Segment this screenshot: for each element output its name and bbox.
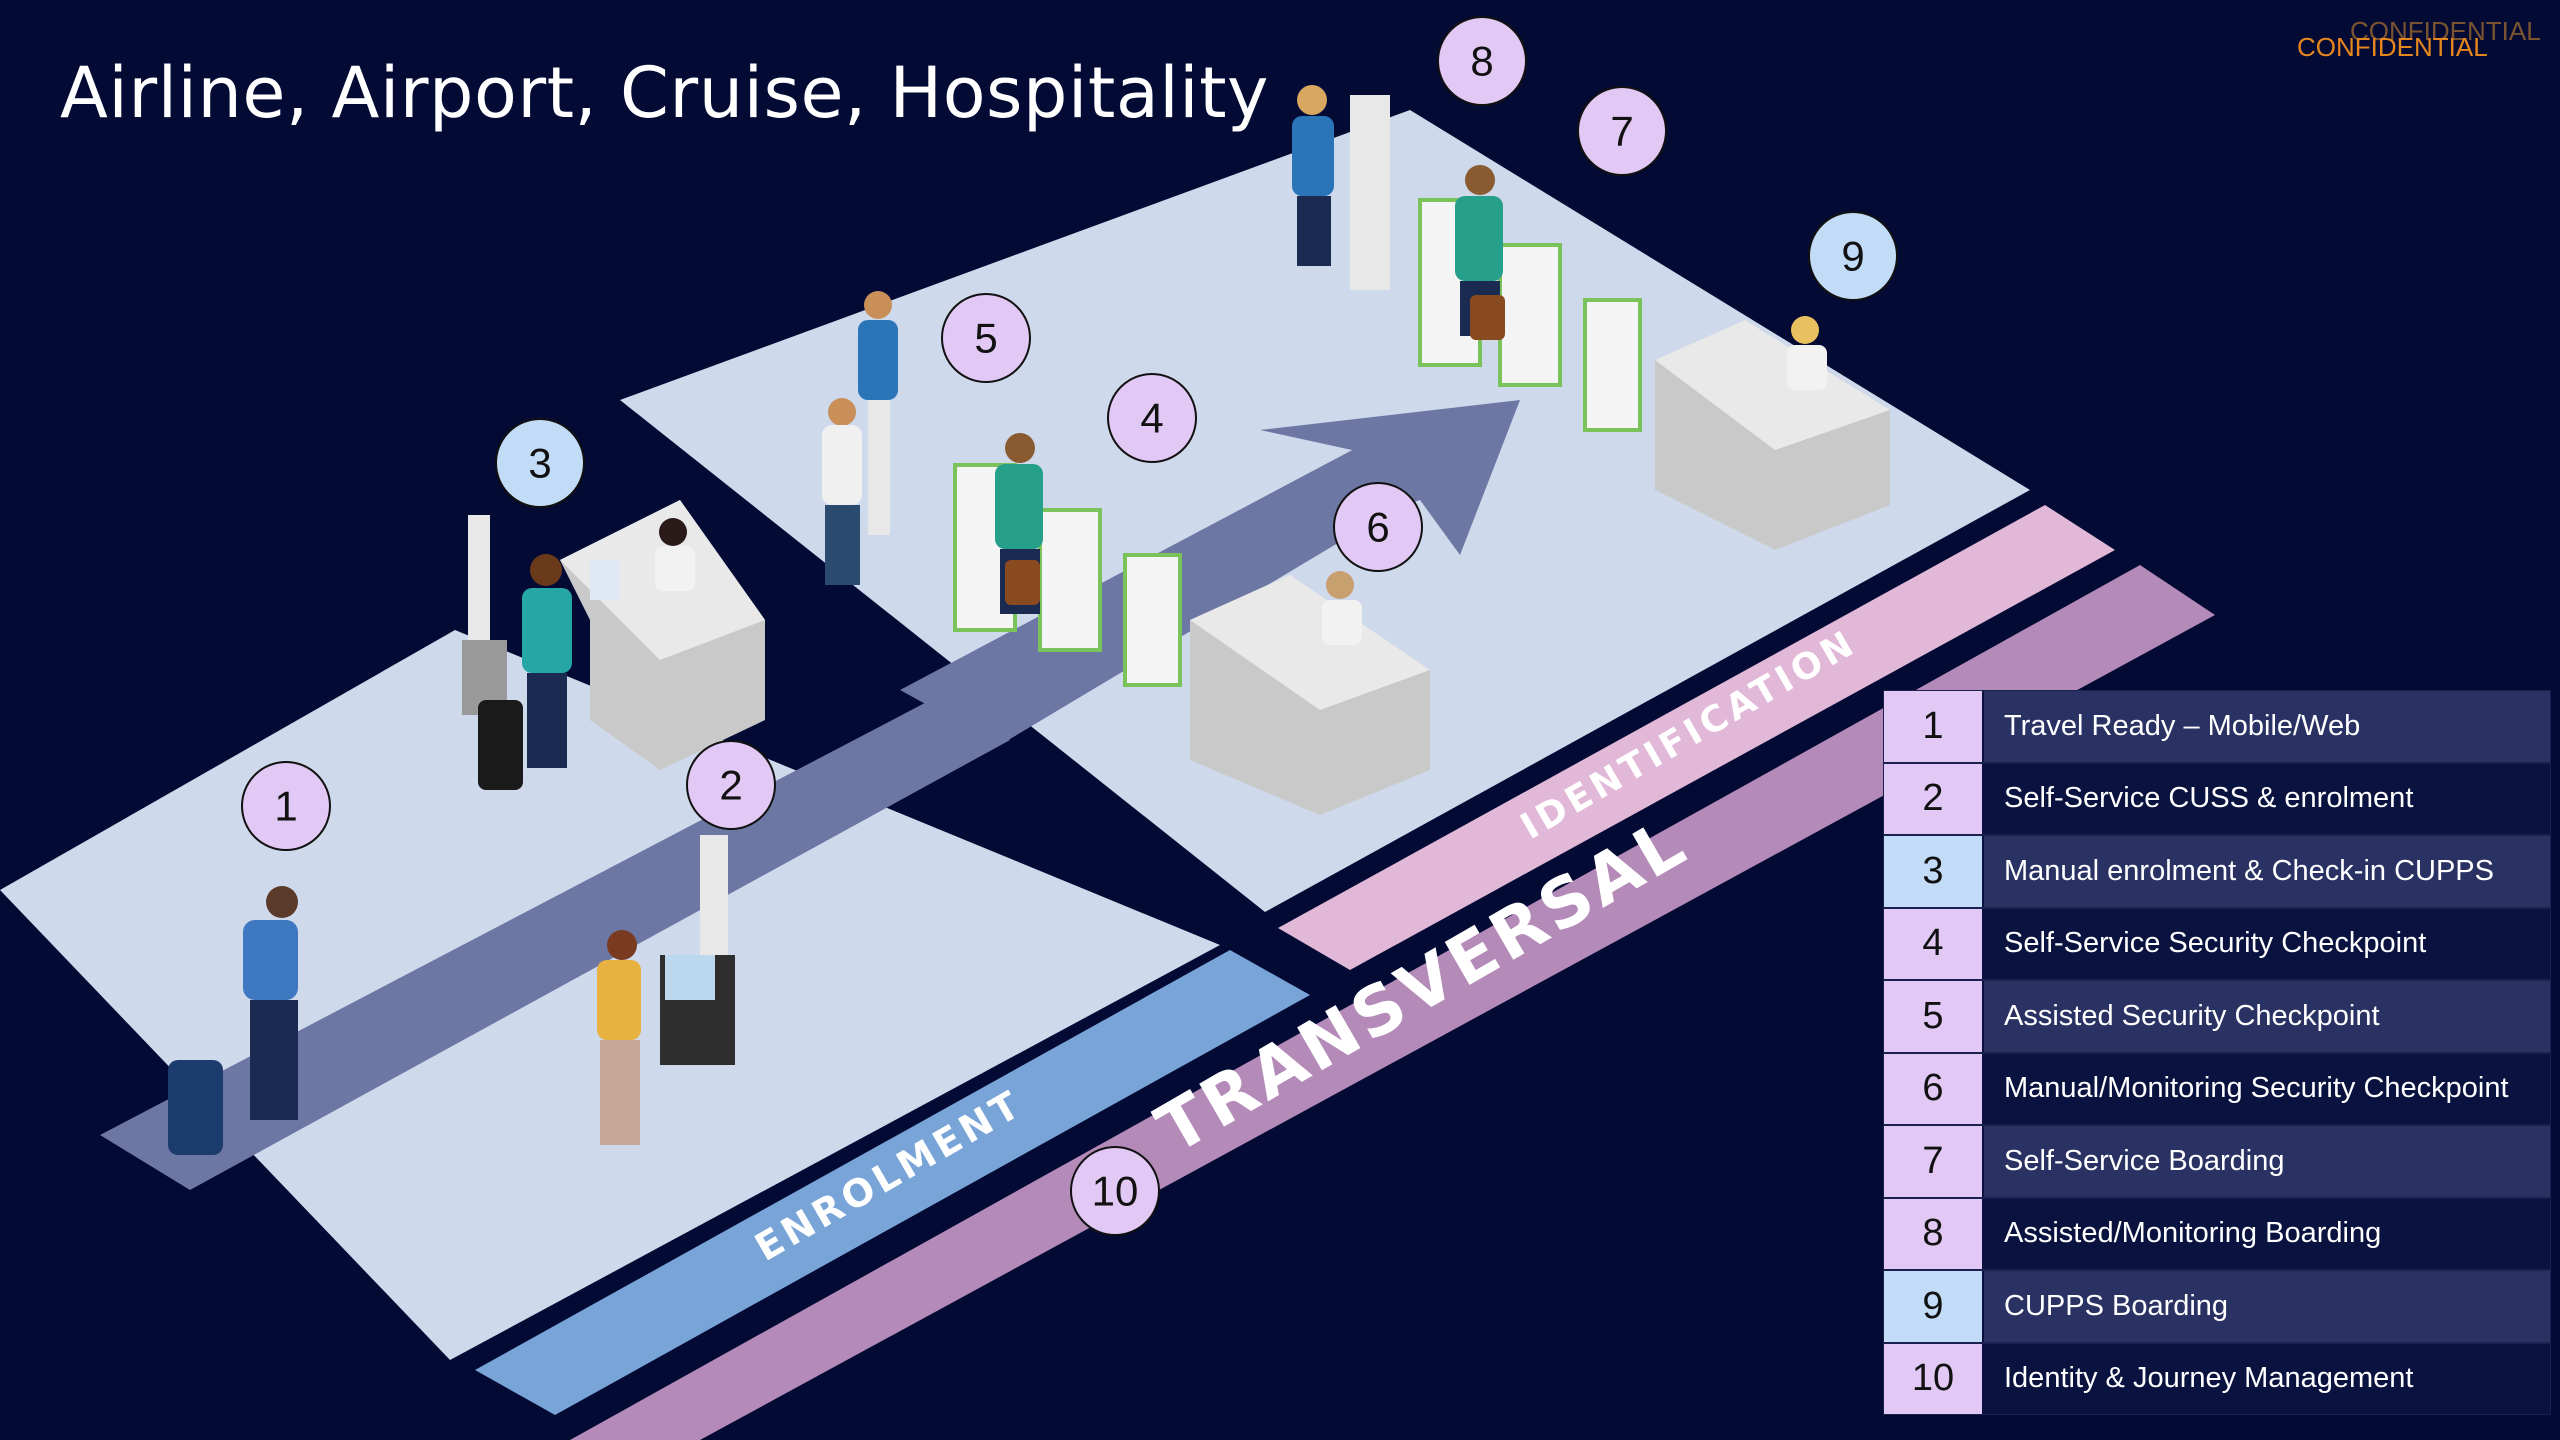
transversal-band	[570, 565, 2215, 1440]
step-marker-7: 7	[1577, 86, 1667, 176]
step-marker-circle	[1333, 482, 1423, 572]
step-marker-number: 5	[974, 315, 997, 362]
step-markers: 1 2 3 4 5 6 7 8 9 10	[241, 16, 1898, 1236]
step-marker-5: 5	[941, 293, 1031, 383]
step-marker-circle	[686, 740, 776, 830]
legend-number: 10	[1884, 1343, 1984, 1414]
legend-row: 7 Self-Service Boarding	[1883, 1125, 2551, 1198]
step-marker-number: 1	[274, 783, 297, 830]
legend-number: 5	[1884, 981, 1984, 1052]
step-marker-circle	[941, 293, 1031, 383]
confidential-label: CONFIDENTIAL	[2350, 16, 2541, 46]
agent-icon	[1787, 316, 1827, 390]
traveller-icon	[597, 930, 641, 1145]
step-marker-number: 3	[528, 440, 551, 487]
step-marker-circle	[1070, 1146, 1160, 1236]
legend-row: 6 Manual/Monitoring Security Checkpoint	[1883, 1052, 2551, 1125]
legend-row: 1 Travel Ready – Mobile/Web	[1883, 690, 2551, 763]
legend-number: 4	[1884, 908, 1984, 979]
step-marker-number: 8	[1470, 38, 1493, 85]
journey-arrow-icon	[1245, 400, 1520, 555]
legend-number: 2	[1884, 763, 1984, 834]
legend-number: 7	[1884, 1126, 1984, 1197]
agent-icon	[1322, 571, 1362, 645]
step-marker-8: 8	[1437, 16, 1527, 106]
step-marker-6: 6	[1333, 482, 1423, 572]
traveller-icon	[168, 886, 298, 1155]
step-marker-circle	[495, 418, 585, 508]
legend-row: 8 Assisted/Monitoring Boarding	[1883, 1197, 2551, 1270]
step-marker-number: 7	[1610, 108, 1633, 155]
legend-label: Identity & Journey Management	[2004, 1362, 2414, 1395]
kiosk-icon	[462, 515, 507, 715]
step-marker-number: 4	[1140, 395, 1163, 442]
step-marker-3: 3	[495, 418, 585, 508]
step-marker-number: 6	[1366, 504, 1389, 551]
kiosk-icon	[660, 835, 735, 1065]
legend-row: 5 Assisted Security Checkpoint	[1883, 980, 2551, 1053]
legend-number: 6	[1884, 1053, 1984, 1124]
page-title: Airline, Airport, Cruise, Hospitality	[60, 52, 1269, 134]
boarding-counter	[1655, 320, 1890, 550]
gate-icon	[1418, 198, 1642, 432]
step-marker-number: 2	[719, 762, 742, 809]
step-marker-circle	[1808, 211, 1898, 301]
step-marker-2: 2	[686, 740, 776, 830]
step-marker-10: 10	[1070, 1146, 1160, 1236]
step-marker-1: 1	[241, 761, 331, 851]
step-marker-number: 9	[1841, 233, 1864, 280]
legend-number: 9	[1884, 1271, 1984, 1342]
step-marker-circle	[1437, 16, 1527, 106]
step-marker-circle	[241, 761, 331, 851]
step-marker-circle	[1577, 86, 1667, 176]
identification-band	[1278, 505, 2115, 970]
legend-label: CUPPS Boarding	[2004, 1289, 2229, 1322]
legend-label: Self-Service CUSS & enrolment	[2004, 782, 2414, 815]
traveller-icon	[1455, 165, 1505, 340]
legend-row: 2 Self-Service CUSS & enrolment	[1883, 762, 2551, 835]
enrolment-band	[475, 950, 1310, 1415]
legend-row: 3 Manual enrolment & Check-in CUPPS	[1883, 835, 2551, 908]
legend-label: Self-Service Boarding	[2004, 1144, 2285, 1177]
traveller-icon	[995, 433, 1043, 614]
legend-label: Assisted/Monitoring Boarding	[2004, 1217, 2382, 1250]
legend-label: Manual enrolment & Check-in CUPPS	[2004, 854, 2494, 887]
agent-icon	[1292, 85, 1334, 266]
journey-path	[100, 695, 1010, 1190]
legend-label: Manual/Monitoring Security Checkpoint	[2004, 1072, 2509, 1105]
legend-number: 3	[1884, 836, 1984, 907]
step-marker-number: 10	[1092, 1168, 1139, 1215]
traveller-icon	[478, 554, 572, 790]
step-marker-4: 4	[1107, 373, 1197, 463]
confidential-label: CONFIDENTIAL	[2297, 32, 2488, 62]
legend-number: 1	[1884, 691, 1984, 762]
agent-icon	[858, 291, 898, 400]
security-counter	[1190, 575, 1430, 815]
legend-row: 10 Identity & Journey Management	[1883, 1342, 2551, 1415]
legend-row: 9 CUPPS Boarding	[1883, 1270, 2551, 1343]
agent-icon	[655, 518, 695, 591]
step-marker-circle	[1107, 373, 1197, 463]
legend-number: 8	[1884, 1198, 1984, 1269]
legend-label: Self-Service Security Checkpoint	[2004, 927, 2427, 960]
traveller-icon	[822, 398, 862, 585]
step-marker-9: 9	[1808, 211, 1898, 301]
legend-row: 4 Self-Service Security Checkpoint	[1883, 907, 2551, 980]
legend-label: Assisted Security Checkpoint	[2004, 999, 2380, 1032]
legend-label: Travel Ready – Mobile/Web	[2004, 709, 2361, 742]
